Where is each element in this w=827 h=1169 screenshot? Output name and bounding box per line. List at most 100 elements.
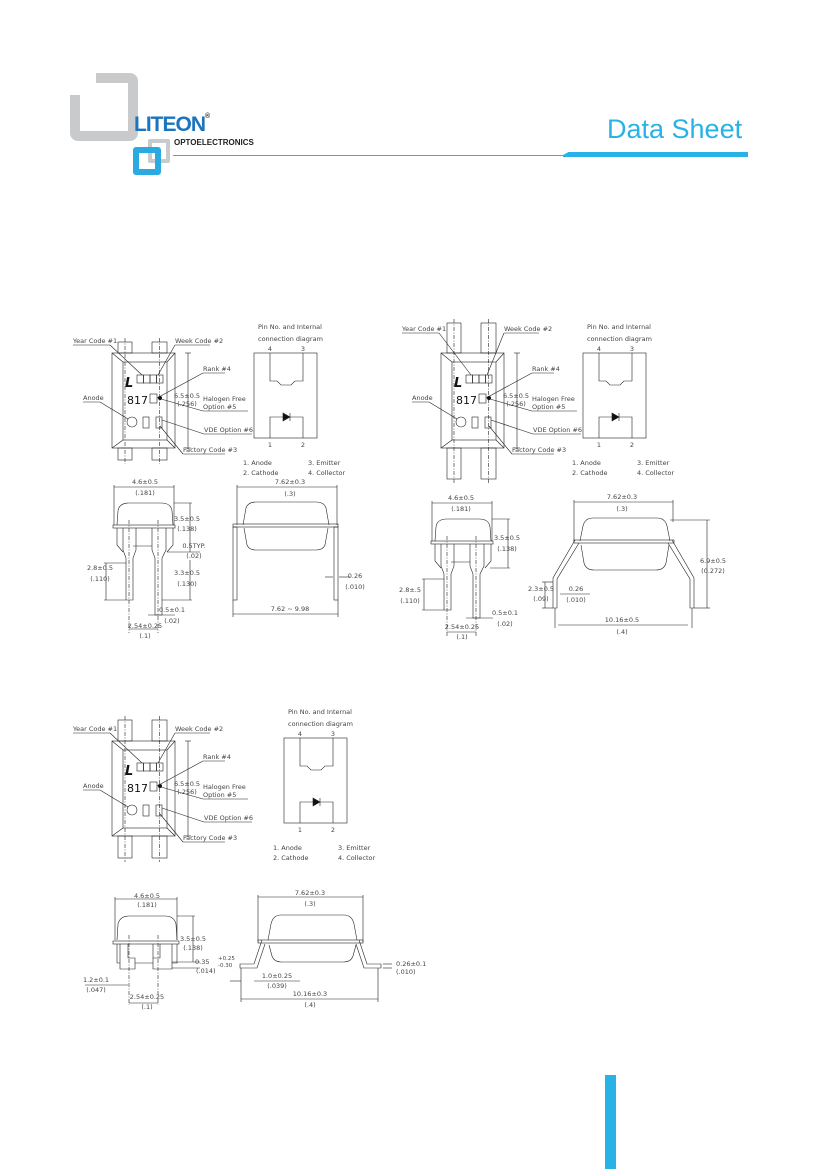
legend-anode: 1. Anode	[572, 459, 601, 467]
side-view-dim-label: 7.62±0.3	[295, 889, 325, 897]
front-view-dim-label: (.02)	[497, 620, 512, 628]
front-view-dim-label: (.1)	[141, 1003, 152, 1011]
legend-cathode: 2. Cathode	[243, 469, 279, 477]
corner-chamfer	[111, 827, 124, 837]
vde-box	[142, 416, 150, 429]
front-view-dim-label: (.1)	[139, 632, 150, 640]
pin-2-label: 2	[331, 826, 335, 834]
pin-diagram-box	[253, 352, 318, 439]
marking-part-number: 817	[456, 394, 477, 407]
pin-4-label: 4	[597, 345, 601, 353]
phototransistor-symbol	[299, 738, 334, 771]
pin-3-label: 3	[630, 345, 634, 353]
registered-mark: ®	[205, 113, 211, 120]
pin-3-label: 3	[301, 345, 305, 353]
body-lower	[116, 944, 178, 964]
front-view-dim-label: 0.5±0.1	[159, 606, 185, 614]
pin-diagram-subtitle: connection diagram	[258, 335, 323, 343]
front-view-dim-label: 2.8±0.5	[87, 564, 113, 572]
front-view-dim-label: +0.25	[218, 956, 235, 962]
lead-left	[119, 944, 136, 970]
line	[160, 398, 204, 412]
line	[486, 332, 505, 376]
corner-chamfer	[440, 439, 453, 449]
line	[157, 732, 176, 764]
corner-chamfer	[166, 740, 176, 751]
front-view-dim-label: 2.54±0.25	[445, 623, 479, 631]
phototransistor-symbol	[598, 353, 633, 386]
pin-diagram-title: Pin No. and Internal	[587, 323, 651, 331]
line	[109, 344, 143, 376]
body-top	[434, 518, 492, 542]
side-view-dim-label: 7.62±0.3	[607, 493, 637, 501]
led-diode-icon	[611, 412, 620, 422]
code-box	[478, 374, 486, 384]
front-view-dim-label: (.110)	[90, 575, 110, 583]
corner-chamfer	[166, 352, 176, 363]
corner-chamfer	[495, 439, 505, 449]
pin-diagram-title: Pin No. and Internal	[288, 708, 352, 716]
rank-label: Rank #4	[203, 365, 231, 373]
factory-code-label: Factory Code #3	[183, 834, 237, 842]
line	[490, 419, 534, 435]
legend-anode: 1. Anode	[243, 459, 272, 467]
front-view-dim-label: (.02)	[186, 552, 201, 560]
front-view-dim-label: (.138)	[183, 944, 203, 952]
factory-box	[155, 416, 163, 429]
lead-right	[152, 944, 173, 970]
diode-wiring	[299, 801, 334, 823]
dim-length: 6.5±0.5	[174, 392, 200, 400]
side-view-dim-label: 0.26±0.1	[396, 960, 426, 968]
line	[156, 372, 204, 399]
front-view-dim-label: 3.5±0.5	[180, 935, 206, 943]
pin-1-label: 1	[298, 826, 302, 834]
marking-l: L	[125, 764, 133, 779]
line	[157, 344, 176, 376]
diode-wiring	[598, 416, 633, 438]
corner-chamfer	[111, 352, 124, 363]
pin-2-label: 2	[630, 441, 634, 449]
pin-diagram-subtitle: connection diagram	[587, 335, 652, 343]
front-view-dim-label: (.181)	[137, 901, 157, 909]
body-seam	[112, 524, 176, 529]
pin-4-label: 4	[298, 730, 302, 738]
package-body-outline	[111, 740, 176, 837]
halogen-free-label: Halogen Free	[532, 395, 575, 403]
line	[488, 425, 513, 455]
led-diode-icon	[312, 797, 321, 807]
side-view-dim-label: (.4)	[616, 628, 627, 636]
dim-length: 6.5±0.5	[174, 780, 200, 788]
logo-gray-frame	[70, 73, 138, 141]
corner-chamfer	[166, 827, 176, 837]
line	[489, 398, 533, 412]
diode-wiring	[269, 416, 304, 438]
package-body-outline	[440, 352, 505, 449]
front-view-dim-label: 0.35	[195, 958, 209, 966]
halogen-option-label: Option #5	[203, 403, 236, 411]
pin-2-label: 2	[301, 441, 305, 449]
week-code-label: Week Code #2	[175, 337, 223, 345]
vde-option-label: VDE Option #6	[204, 426, 253, 434]
front-view-dim-label: 3.5±0.5	[494, 534, 520, 542]
front-view-dim-label: 4.6±0.5	[132, 478, 158, 486]
lead-left	[440, 544, 455, 611]
pin-diagram-box	[582, 352, 647, 439]
side-view-dim-label: 0.26	[348, 572, 362, 580]
logo-frame-gap	[66, 69, 96, 95]
body-seam	[232, 523, 339, 528]
vde-box	[142, 804, 150, 817]
vde-box	[471, 416, 479, 429]
anode-label: Anode	[83, 782, 104, 790]
front-view: 4.6±0.5(.181)3.5±0.5(.138)0.5TYP.(.02)2.…	[87, 478, 206, 640]
lead-left	[122, 528, 137, 601]
pin-diagram: Pin No. and Internal connection diagram 4 3…	[572, 323, 674, 477]
marking-part-number: 817	[127, 394, 148, 407]
side-view-dim-label: 1.0±0.25	[262, 972, 292, 980]
pin-4-label: 4	[268, 345, 272, 353]
page-side-bar	[605, 1075, 616, 1169]
line	[159, 425, 184, 455]
marking-l: L	[454, 376, 462, 391]
